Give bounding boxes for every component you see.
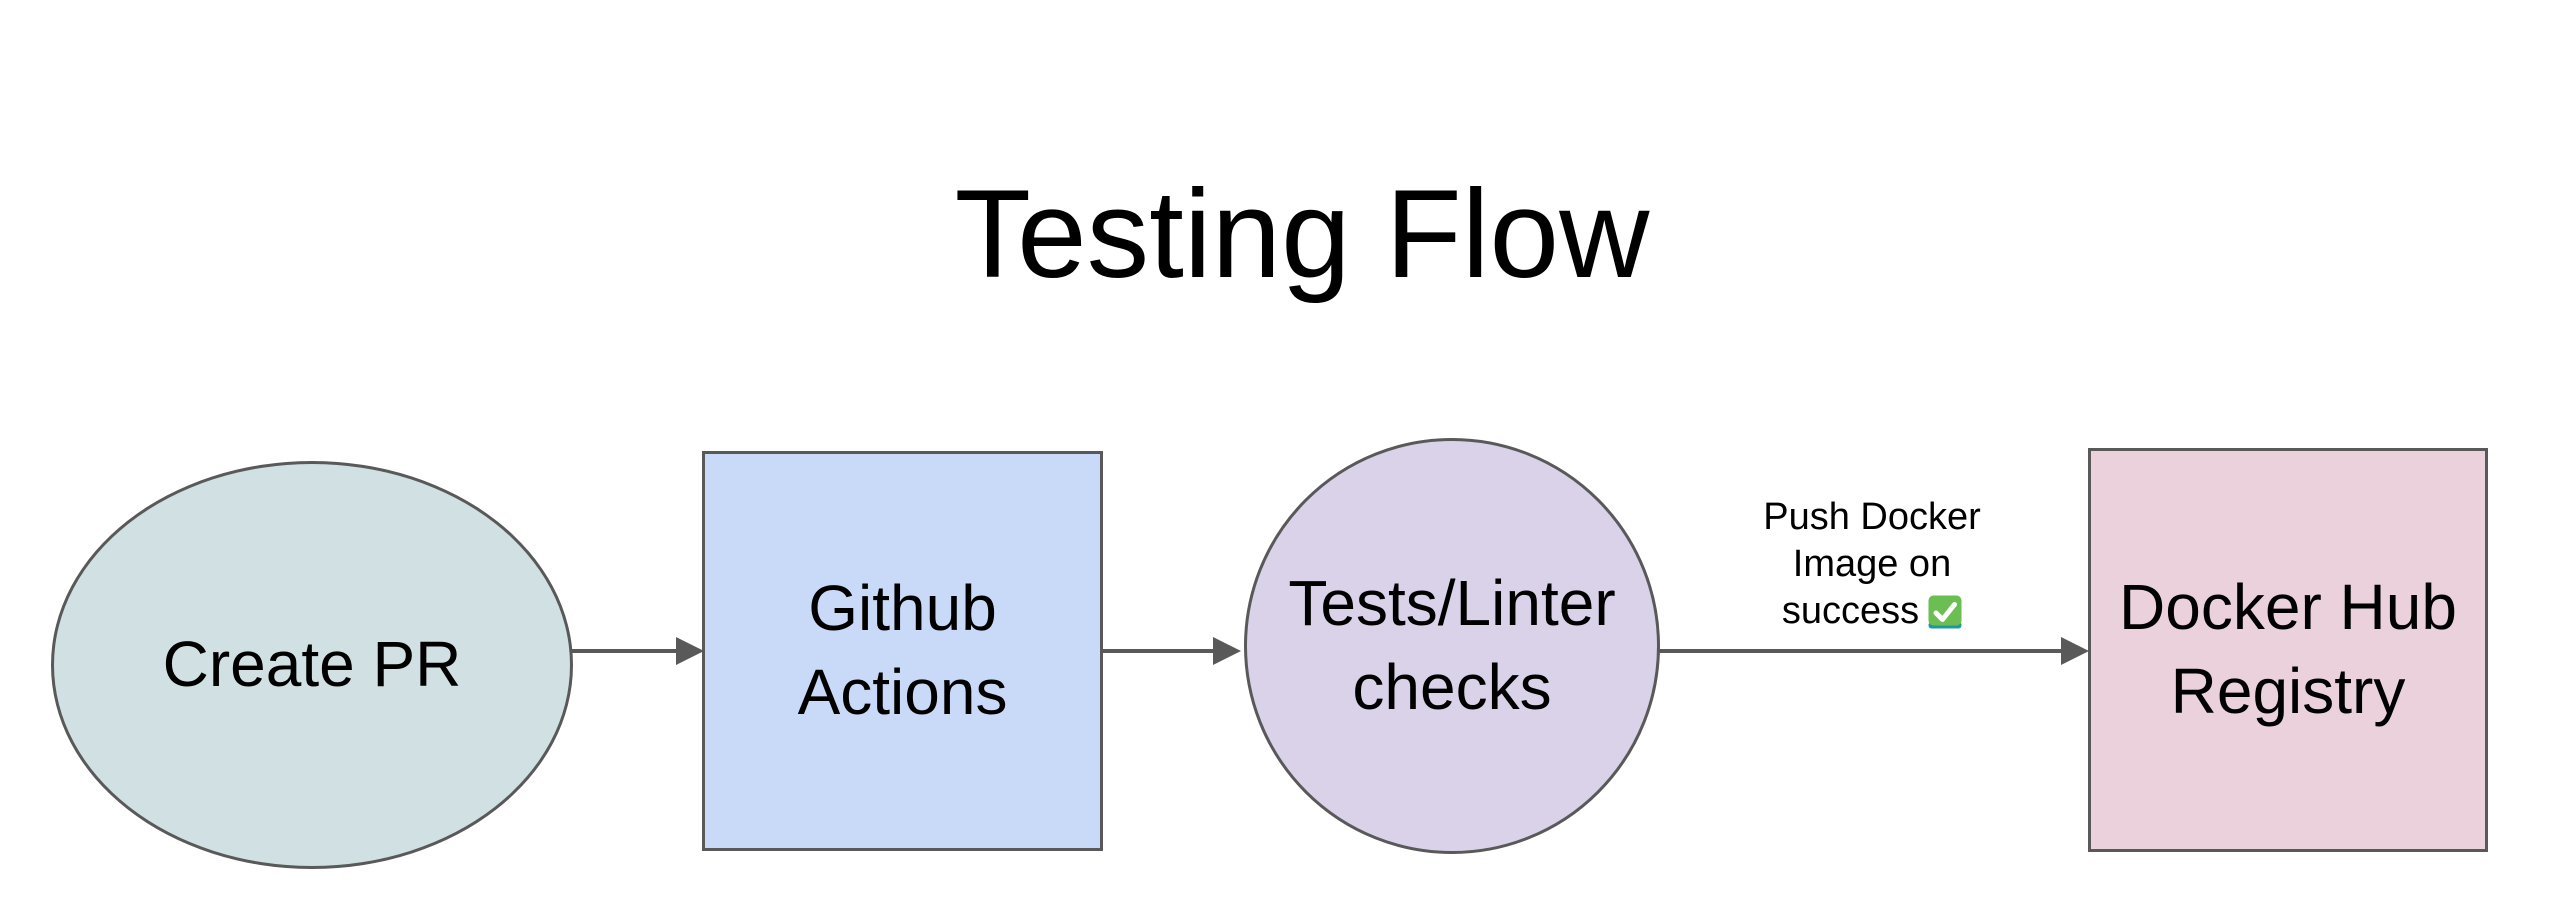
node-tests-linter-checks: Tests/Linter checks — [1244, 438, 1660, 854]
edge-label-line: success — [1781, 590, 1920, 632]
edge-label-line: Image on — [1792, 543, 1952, 585]
arrowhead-icon — [2061, 637, 2089, 665]
edge-label-line: Push Docker — [1763, 496, 1981, 538]
arrowhead-icon — [676, 637, 704, 665]
arrow-line-github-actions-to-tests — [1101, 649, 1216, 653]
node-create-pr: Create PR — [51, 461, 573, 869]
arrowhead-icon — [1213, 637, 1241, 665]
edge-label-push-docker-image: Push Docker Image on success — [1722, 494, 2022, 635]
diagram-title: Testing Flow — [954, 165, 1650, 304]
arrow-line-create-pr-to-github-actions — [572, 649, 678, 653]
node-label-docker-hub-registry: Docker Hub Registry — [2119, 571, 2457, 727]
arrow-line-tests-to-docker-hub — [1659, 649, 2063, 653]
node-github-actions: Github Actions — [702, 451, 1103, 851]
node-label-tests-linter-checks: Tests/Linter checks — [1288, 567, 1616, 723]
node-docker-hub-registry: Docker Hub Registry — [2088, 448, 2488, 852]
success-check-icon — [1928, 595, 1962, 628]
node-label-github-actions: Github Actions — [797, 572, 1008, 728]
node-label-create-pr: Create PR — [162, 628, 462, 701]
